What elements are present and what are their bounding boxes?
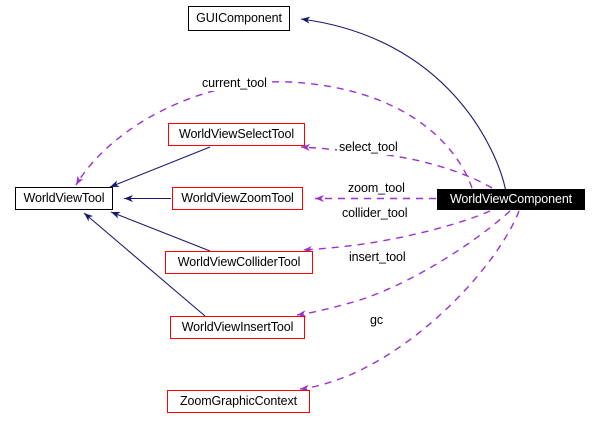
class-node-gui-component[interactable]: GUIComponent [188,6,290,31]
edge-usage-gc [299,210,520,392]
class-node-label: WorldViewComponent [449,192,573,207]
class-node-world-view-collider-tool[interactable]: WorldViewColliderTool [165,251,313,274]
class-node-label: ZoomGraphicContext [180,394,297,409]
edge-inherit-world-view-collider-tool-world-view-tool [110,211,211,252]
edge-usage-current-tool [75,81,473,189]
class-node-label: WorldViewZoomTool [181,191,294,206]
edge-label-gc: gc [368,313,386,328]
edge-inherit-world-view-select-tool-world-view-tool [109,146,211,188]
class-node-world-view-select-tool[interactable]: WorldViewSelectTool [168,123,305,146]
class-node-label: WorldViewSelectTool [178,127,295,142]
edge-usage-insert-tool [296,210,511,318]
class-node-label: WorldViewInsertTool [181,320,294,335]
edge-label-zoom-tool: zoom_tool [346,181,407,196]
class-node-world-view-zoom-tool[interactable]: WorldViewZoomTool [172,187,303,210]
class-node-label: WorldViewColliderTool [177,255,301,270]
edge-inherit-world-view-component-gui-component [300,16,507,193]
class-node-world-view-tool[interactable]: WorldViewTool [15,187,113,210]
edge-label-insert-tool: insert_tool [347,250,408,265]
class-node-zoom-graphic-context[interactable]: ZoomGraphicContext [167,390,310,413]
class-node-world-view-insert-tool[interactable]: WorldViewInsertTool [170,316,305,339]
edge-inherit-world-view-insert-tool-world-view-tool [83,212,206,317]
edge-label-current-tool: current_tool [200,76,269,91]
class-node-label: WorldViewTool [23,191,105,206]
class-node-world-view-component[interactable]: WorldViewComponent [437,189,585,210]
edge-label-select-tool: select_tool [337,140,400,155]
edge-label-collider-tool: collider_tool [340,206,410,221]
edge-usage-collider-tool [302,210,491,253]
class-node-label: GUIComponent [196,11,282,26]
